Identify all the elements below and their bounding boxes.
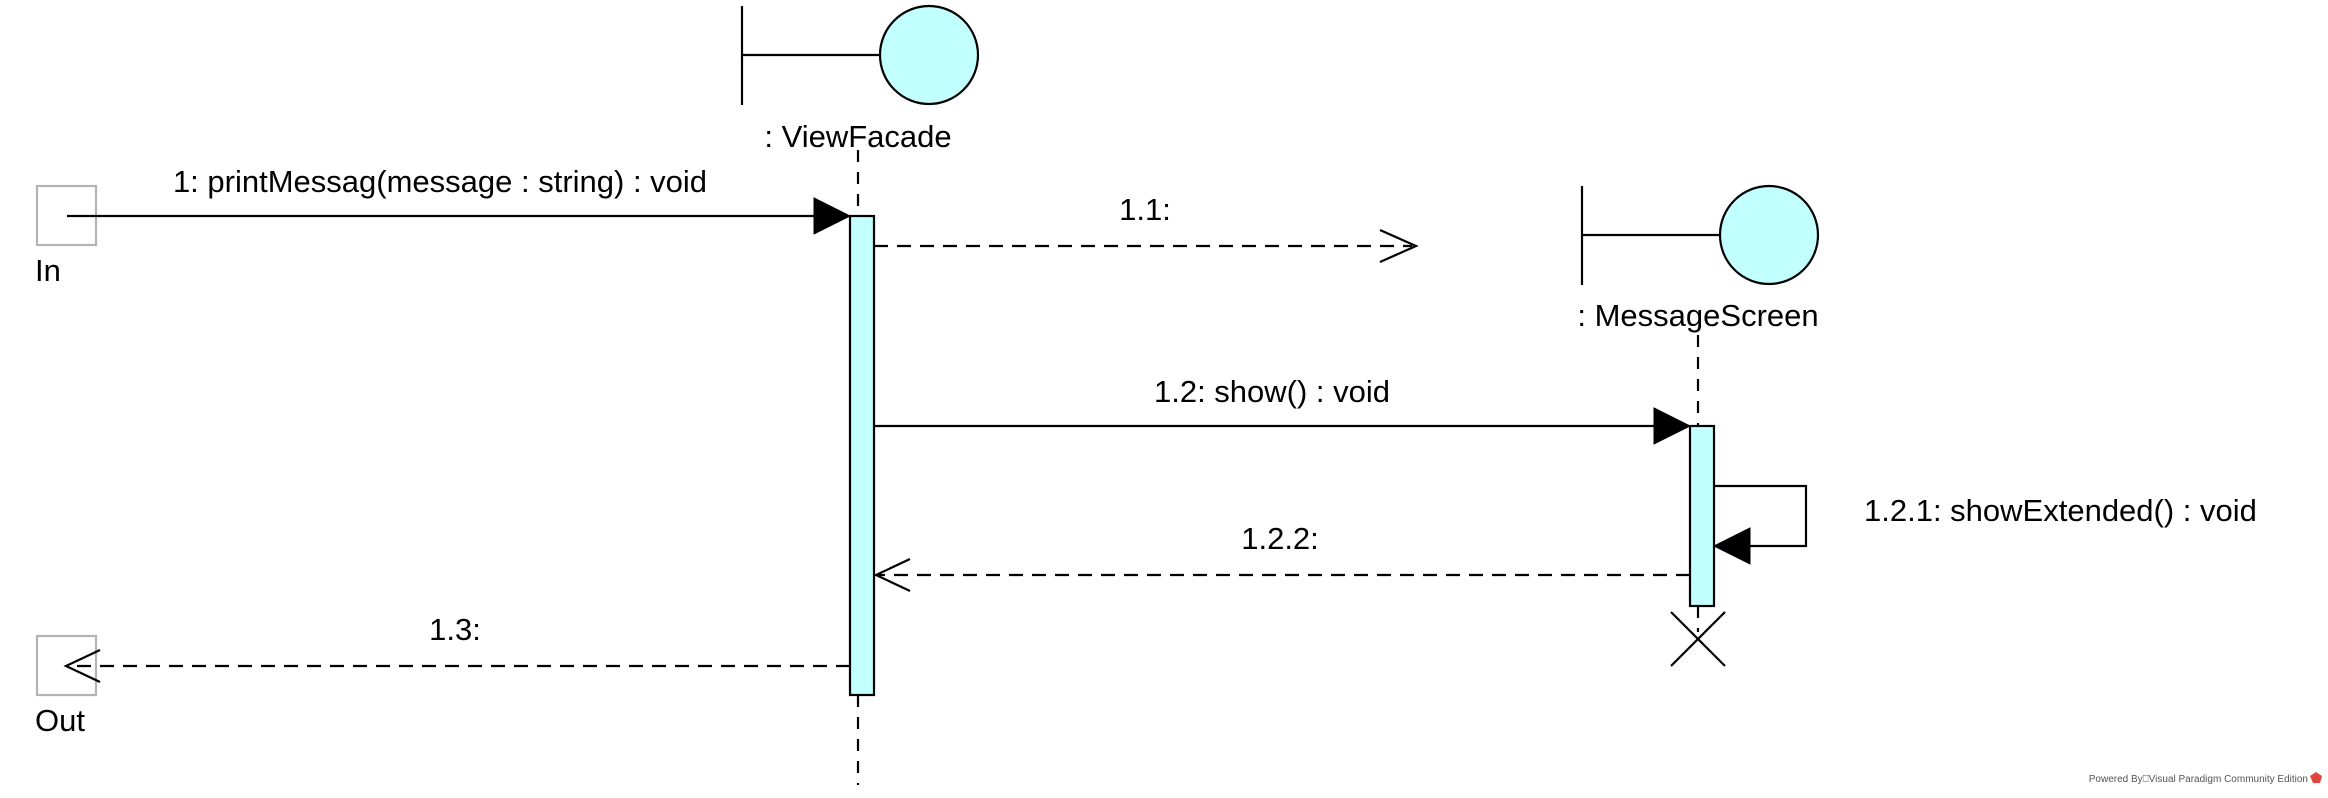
message-1-2-1-label: 1.2.1: showExtended() : void: [1864, 493, 2257, 528]
message-1-1-label: 1.1:: [1119, 192, 1171, 227]
message-1-2-label: 1.2: show() : void: [1154, 374, 1390, 409]
message-1-arrow[interactable]: [67, 197, 852, 235]
message-1-2-2-label: 1.2.2:: [1241, 521, 1319, 556]
message-1-2-1-self-arrow[interactable]: [1712, 484, 1808, 565]
view-facade-label: : ViewFacade: [764, 119, 951, 154]
message-screen-activation[interactable]: [1688, 424, 1716, 608]
watermark-text: Powered By⎕Visual Paradigm Community Edi…: [2089, 774, 2308, 785]
visual-paradigm-logo-icon: [2310, 772, 2322, 783]
message-screen-boundary-icon[interactable]: [1580, 184, 1820, 286]
message-1-2-arrow[interactable]: [874, 407, 1692, 445]
view-facade-activation[interactable]: [848, 214, 876, 697]
out-gate-label: Out: [35, 703, 85, 738]
message-1-3-label: 1.3:: [429, 612, 481, 647]
destroy-marker-icon: [1670, 611, 1726, 667]
view-facade-boundary-icon[interactable]: [740, 4, 980, 106]
message-1-2-2-return-arrow[interactable]: [873, 558, 1690, 592]
message-1-1-arrow[interactable]: [874, 228, 1419, 264]
in-gate-label: In: [35, 253, 61, 288]
message-screen-label: : MessageScreen: [1577, 298, 1818, 333]
message-1-3-return-arrow[interactable]: [63, 649, 850, 683]
message-1-label: 1: printMessag(message : string) : void: [173, 164, 707, 199]
